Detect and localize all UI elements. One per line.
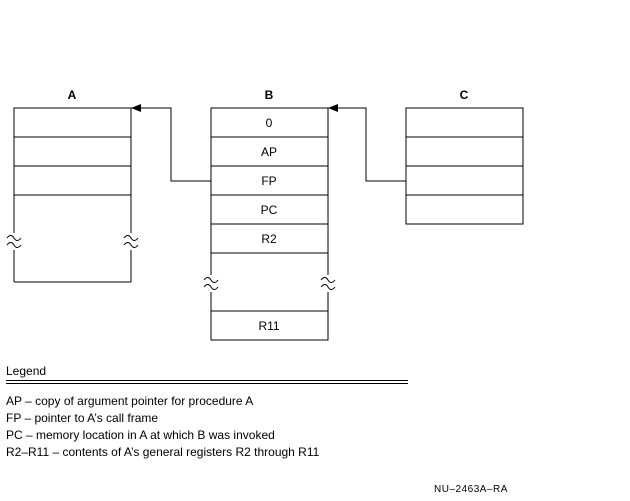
frame-c-cell-3 <box>405 165 524 196</box>
frame-b-title: B <box>265 88 274 102</box>
frame-c-cell-4 <box>405 194 524 225</box>
frame-b-label-r11: R11 <box>258 319 279 333</box>
frame-b-cell-r2 <box>210 223 329 254</box>
frame-b-label-0: 0 <box>266 116 273 130</box>
legend: Legend AP – copy of argument pointer for… <box>6 363 408 461</box>
frame-b: B 0 AP FP PC R2 R11 <box>203 88 336 341</box>
legend-item-registers: R2–R11 – contents of A’s general registe… <box>6 445 320 459</box>
frame-a-cell-1 <box>13 107 132 138</box>
legend-title: Legend <box>6 364 47 378</box>
c-fp-to-b-arrow <box>328 104 406 182</box>
frame-a-break-right-icon <box>123 235 139 248</box>
frame-a: A <box>6 88 139 283</box>
frame-c: C <box>405 88 524 225</box>
frame-b-cell-r11 <box>210 310 329 341</box>
frame-b-label-pc: PC <box>261 203 278 217</box>
frame-a-cell-2 <box>13 136 132 167</box>
frame-a-break-left-icon <box>6 235 22 248</box>
frame-b-break-left-icon <box>203 277 219 290</box>
frame-b-label-r2: R2 <box>261 232 277 246</box>
frame-c-cell-2 <box>405 136 524 167</box>
b-fp-to-a-arrow <box>131 104 211 182</box>
legend-item-fp: FP – pointer to A’s call frame <box>6 411 159 425</box>
frame-c-cell-1 <box>405 107 524 138</box>
legend-item-pc: PC – memory location in A at which B was… <box>6 428 275 442</box>
legend-item-ap: AP – copy of argument pointer for proced… <box>6 394 254 408</box>
legend-divider <box>6 380 408 384</box>
frame-c-title: C <box>460 88 469 102</box>
frame-b-label-fp: FP <box>261 174 276 188</box>
frame-b-label-ap: AP <box>261 145 277 159</box>
frame-a-title: A <box>68 88 77 102</box>
frame-b-break-right-icon <box>320 277 336 290</box>
frame-a-cell-3 <box>13 165 132 196</box>
figure-id: NU–2463A–RA <box>434 484 508 495</box>
